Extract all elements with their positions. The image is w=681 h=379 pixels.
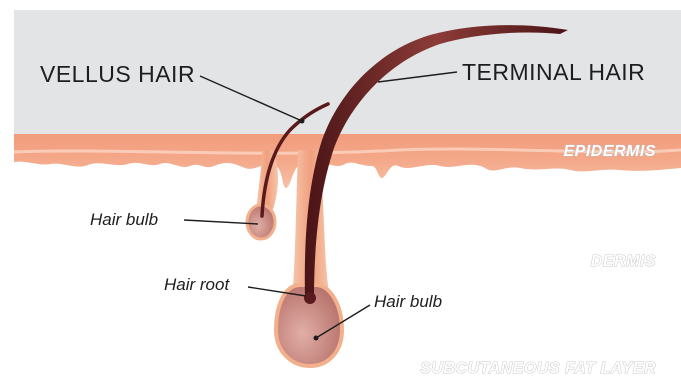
hair-bulb-small-label: Hair bulb xyxy=(90,210,158,229)
subcutaneous-label: SUBCUTANEOUS FAT LAYER xyxy=(420,360,656,377)
terminal-hair-label: TERMINAL HAIR xyxy=(462,59,645,85)
hair-root-point xyxy=(304,292,316,304)
dermis-label: DERMIS xyxy=(591,253,656,270)
hair-bulb-large-label: Hair bulb xyxy=(374,292,442,311)
vellus-hair-leader-dot xyxy=(300,119,305,124)
vellus-hair-label: VELLUS HAIR xyxy=(40,61,195,87)
epidermis-label: EPIDERMIS xyxy=(563,143,656,160)
hair-bulb-large-leader-dot xyxy=(314,336,319,341)
hair-root-label: Hair root xyxy=(164,275,230,294)
